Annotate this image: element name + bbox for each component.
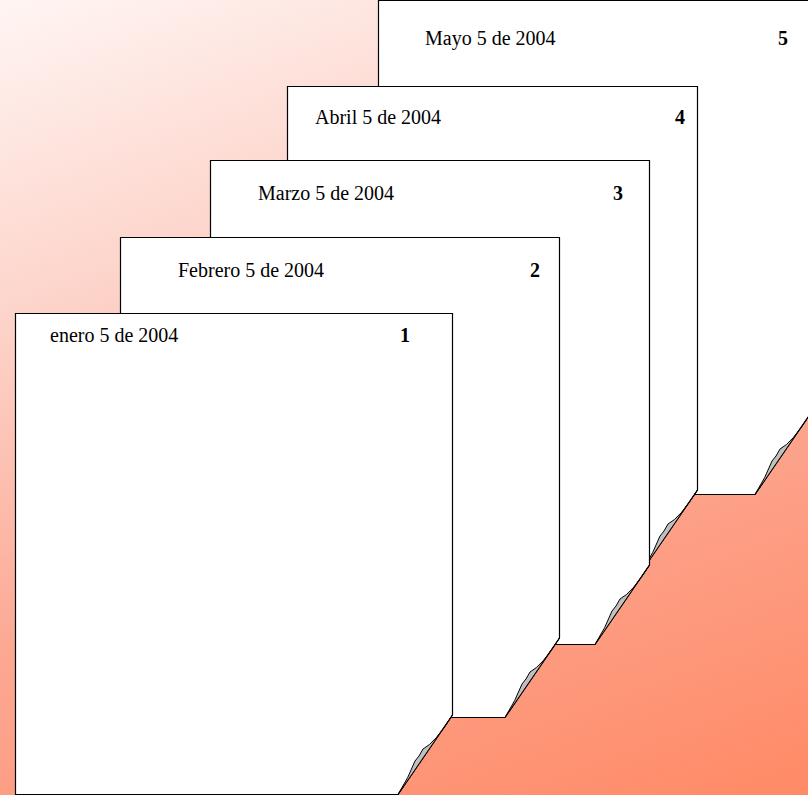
- page-curl: [398, 715, 453, 795]
- page-sheet: [288, 87, 698, 571]
- page-curl: [505, 638, 560, 718]
- page-number: 3: [613, 181, 623, 205]
- page-sheet: [211, 161, 650, 646]
- page-date: Abril 5 de 2004: [315, 105, 441, 129]
- page-curl: [643, 490, 698, 570]
- page-number: 4: [675, 105, 685, 129]
- page-sheet: [121, 238, 560, 719]
- page-date: Mayo 5 de 2004: [425, 26, 556, 50]
- page-date: enero 5 de 2004: [50, 323, 178, 347]
- page-number: 1: [400, 323, 410, 347]
- page-number: 5: [778, 26, 788, 50]
- calendar-page: enero 5 de 2004 1: [15, 313, 453, 795]
- page-number: 2: [530, 258, 540, 282]
- page-sheet: [16, 314, 453, 795]
- page-outline: [15, 313, 453, 795]
- page-curl: [595, 565, 650, 645]
- page-date: Marzo 5 de 2004: [258, 181, 394, 205]
- page-date: Febrero 5 de 2004: [178, 258, 324, 282]
- page-sheet: [379, 1, 808, 496]
- page-curl: [755, 415, 808, 495]
